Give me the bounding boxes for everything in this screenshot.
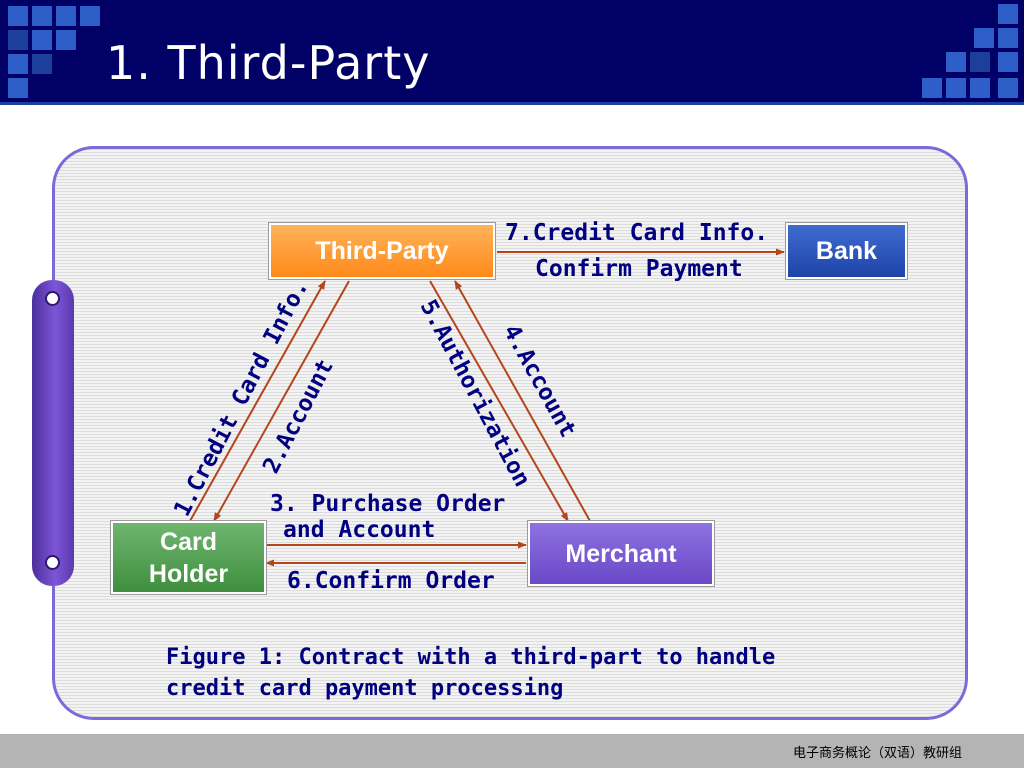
arrow-2-account xyxy=(213,280,350,522)
label-purchase-order-line2: and Account xyxy=(283,517,435,543)
label-credit-card-info: 1.Credit Card Info. xyxy=(169,275,314,520)
decor-square xyxy=(970,52,990,72)
decor-square xyxy=(56,30,76,50)
figure-caption: Figure 1: Contract with a third-part to … xyxy=(166,642,926,704)
arrow-4-account xyxy=(454,280,591,522)
node-card-holder-line1: Card xyxy=(160,527,217,556)
footer-bar: 电子商务概论（双语）教研组 xyxy=(0,734,1024,768)
header-divider xyxy=(0,102,1024,105)
decor-square xyxy=(32,54,52,74)
decor-square xyxy=(946,52,966,72)
node-card-holder: Card Holder xyxy=(111,521,266,594)
decor-square xyxy=(970,78,990,98)
decor-square xyxy=(8,54,28,74)
decor-square xyxy=(32,30,52,50)
header-bar: 1. Third-Party xyxy=(0,0,1024,102)
scroll-decoration xyxy=(32,280,74,586)
label-purchase-order-line1: 3. Purchase Order xyxy=(270,491,505,517)
decor-square xyxy=(56,6,76,26)
decor-square xyxy=(8,30,28,50)
decor-square xyxy=(998,4,1018,24)
decor-square xyxy=(998,78,1018,98)
decor-square xyxy=(974,28,994,48)
arrow-5-authorization xyxy=(429,280,569,522)
node-third-party: Third-Party xyxy=(269,223,495,279)
slide-title: 1. Third-Party xyxy=(106,36,431,90)
caption-line2: credit card payment processing xyxy=(166,676,564,701)
decor-square xyxy=(998,28,1018,48)
node-merchant-label: Merchant xyxy=(565,539,677,568)
footer-text: 电子商务概论（双语）教研组 xyxy=(792,746,962,761)
arrow-1-credit-card-info xyxy=(189,280,326,522)
decor-square xyxy=(946,78,966,98)
scroll-hole xyxy=(45,291,60,306)
node-bank: Bank xyxy=(786,223,907,279)
decor-square xyxy=(8,78,28,98)
decor-square xyxy=(998,52,1018,72)
decor-square xyxy=(32,6,52,26)
scroll-hole xyxy=(45,555,60,570)
caption-line1: Figure 1: Contract with a third-part to … xyxy=(166,645,776,670)
label-confirm-payment: Confirm Payment xyxy=(535,256,743,282)
decor-square xyxy=(922,78,942,98)
decor-square xyxy=(8,6,28,26)
node-third-party-label: Third-Party xyxy=(315,237,449,265)
node-card-holder-line2: Holder xyxy=(148,559,229,588)
label-account-2: 2.Account xyxy=(258,355,339,478)
decor-square xyxy=(80,6,100,26)
label-bank-credit-info: 7.Credit Card Info. xyxy=(505,220,768,246)
node-merchant: Merchant xyxy=(528,521,714,586)
label-confirm-order: 6.Confirm Order xyxy=(287,568,495,594)
node-bank-label: Bank xyxy=(815,237,878,265)
